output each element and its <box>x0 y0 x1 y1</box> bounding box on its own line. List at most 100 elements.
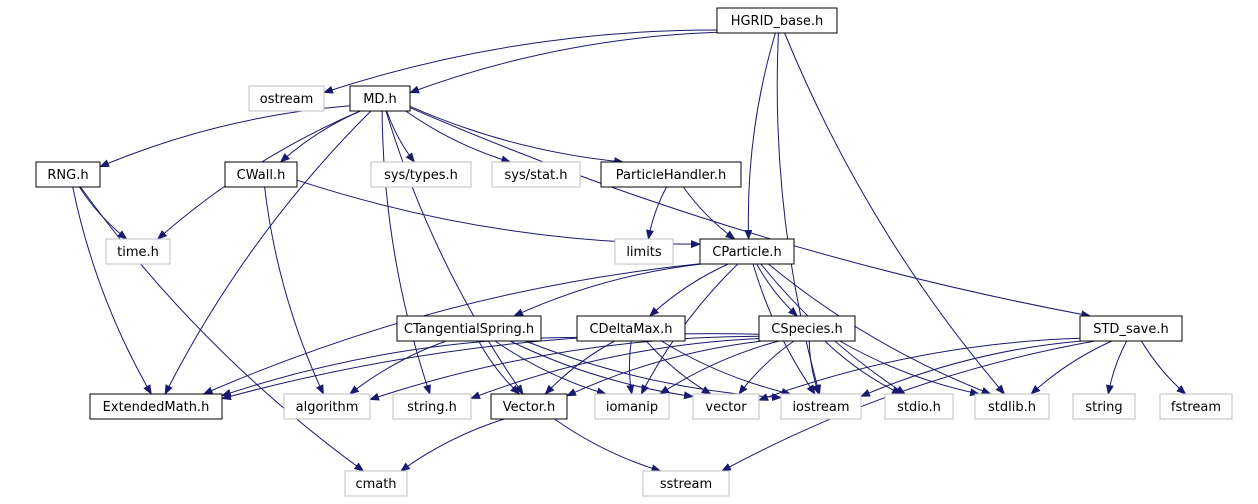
node-cparticle[interactable]: CParticle.h <box>699 238 795 265</box>
node-particlehandler[interactable]: ParticleHandler.h <box>600 161 742 188</box>
edge-cspecies-to-iomanip <box>659 340 780 395</box>
node-cdeltamax[interactable]: CDeltaMax.h <box>576 315 686 342</box>
node-box-rng[interactable] <box>35 161 101 188</box>
node-label-cmath: cmath <box>355 477 396 492</box>
node-label-particlehandler: ParticleHandler.h <box>616 168 726 183</box>
edge-md-to-extendedmath <box>164 110 372 395</box>
edge-ctangentialspring-to-vector <box>509 340 694 400</box>
node-label-stdlib: stdlib.h <box>988 400 1036 415</box>
node-label-cparticle: CParticle.h <box>712 245 781 260</box>
edge-md-to-rng <box>99 105 351 168</box>
node-box-stdlib <box>974 393 1050 420</box>
edge-cwall-to-algorithm <box>264 186 324 395</box>
edge-vector_h-to-cmath <box>399 418 505 472</box>
node-label-sstream: sstream <box>660 477 712 492</box>
node-box-vector_h[interactable] <box>490 393 568 420</box>
node-box-particlehandler[interactable] <box>600 161 742 188</box>
node-iomanip: iomanip <box>594 393 670 420</box>
node-box-cparticle[interactable] <box>699 238 795 265</box>
node-label-std_save: STD_save.h <box>1093 322 1169 337</box>
edge-ctangentialspring-to-algorithm <box>349 340 447 395</box>
node-label-cspecies: CSpecies.h <box>771 322 842 337</box>
edge-std_save-to-iostream <box>860 340 1082 397</box>
node-label-vector: vector <box>705 400 747 415</box>
node-box-limits <box>614 238 674 265</box>
node-box-ctangentialspring[interactable] <box>396 315 542 342</box>
node-label-iomanip: iomanip <box>606 400 658 415</box>
node-string_h: string.h <box>392 393 472 420</box>
node-box-cwall[interactable] <box>224 161 298 188</box>
edge-cwall-to-cparticle <box>296 179 701 249</box>
edge-md-to-std_save <box>409 107 1092 319</box>
node-box-cmath <box>344 470 408 497</box>
node-label-ostream: ostream <box>260 92 314 107</box>
edge-cspecies-to-vector <box>738 340 795 395</box>
node-label-time: time.h <box>117 245 159 260</box>
edge-rng-to-cmath <box>80 186 365 472</box>
node-extendedmath[interactable]: ExtendedMath.h <box>89 393 223 420</box>
node-box-ostream <box>248 85 325 112</box>
node-rng[interactable]: RNG.h <box>35 161 101 188</box>
node-string: string <box>1072 393 1136 420</box>
edge-cspecies-to-vector_h <box>566 340 763 397</box>
edge-cparticle-to-extendedmath <box>202 263 701 395</box>
edge-cspecies-to-stdio <box>824 340 903 395</box>
edge-cspecies-to-string_h <box>470 338 760 399</box>
node-stdio: stdio.h <box>884 393 954 420</box>
node-box-iomanip <box>594 393 670 420</box>
node-box-std_save[interactable] <box>1079 315 1183 342</box>
node-label-algorithm: algorithm <box>296 400 359 415</box>
edge-md-to-cwall <box>279 110 361 163</box>
node-box-md[interactable] <box>349 85 411 112</box>
edge-hgrid_base-to-stdlib <box>784 32 1006 395</box>
edge-rng-to-extendedmath <box>72 186 152 395</box>
node-box-extendedmath[interactable] <box>89 393 223 420</box>
edge-md-to-sys_stat <box>405 110 512 164</box>
node-hgrid_base[interactable]: HGRID_base.h <box>716 7 838 34</box>
node-box-time <box>105 238 171 265</box>
edge-cparticle-to-cspecies <box>756 263 799 317</box>
node-label-md: MD.h <box>363 92 397 107</box>
edge-ctangentialspring-to-vector_h <box>478 340 521 395</box>
node-box-vector <box>692 393 760 420</box>
edge-cdeltamax-to-iomanip <box>626 340 635 395</box>
node-label-ctangentialspring: CTangentialSpring.h <box>404 322 534 337</box>
edge-ctangentialspring-to-iomanip <box>494 340 607 396</box>
node-ctangentialspring[interactable]: CTangentialSpring.h <box>396 315 542 342</box>
node-label-limits: limits <box>626 245 662 260</box>
node-label-sys_stat: sys/stat.h <box>505 168 568 183</box>
node-box-cdeltamax[interactable] <box>576 315 686 342</box>
node-ostream: ostream <box>248 85 325 112</box>
node-box-stdio <box>884 393 954 420</box>
node-box-sstream <box>642 470 730 497</box>
node-iostream: iostream <box>780 393 862 420</box>
node-label-fstream: fstream <box>1171 400 1221 415</box>
node-sstream: sstream <box>642 470 730 497</box>
edge-cparticle-to-stdlib <box>768 263 992 395</box>
node-fstream: fstream <box>1159 393 1233 420</box>
edge-cspecies-to-stdlib <box>839 340 981 397</box>
edge-std_save-to-sstream <box>721 340 1096 472</box>
node-box-hgrid_base[interactable] <box>716 7 838 34</box>
node-box-string <box>1072 393 1136 420</box>
edge-particlehandler-to-cparticle <box>682 186 736 240</box>
node-cspecies[interactable]: CSpecies.h <box>758 315 856 342</box>
node-md[interactable]: MD.h <box>349 85 411 112</box>
node-algorithm: algorithm <box>283 393 371 420</box>
node-label-cwall: CWall.h <box>237 168 286 183</box>
node-box-string_h <box>392 393 472 420</box>
node-vector_h[interactable]: Vector.h <box>490 393 568 420</box>
node-std_save[interactable]: STD_save.h <box>1079 315 1183 342</box>
node-label-extendedmath: ExtendedMath.h <box>103 400 210 415</box>
edge-md-to-string_h <box>381 110 431 395</box>
node-label-iostream: iostream <box>792 400 849 415</box>
node-box-sys_types <box>370 161 472 188</box>
edge-cdeltamax-to-iostream <box>661 340 792 396</box>
node-box-fstream <box>1159 393 1233 420</box>
node-label-cdeltamax: CDeltaMax.h <box>589 322 672 337</box>
node-box-cspecies[interactable] <box>758 315 856 342</box>
edge-cparticle-to-cdeltamax <box>649 263 729 317</box>
node-cwall[interactable]: CWall.h <box>224 161 298 188</box>
edge-particlehandler-to-limits <box>646 186 668 240</box>
